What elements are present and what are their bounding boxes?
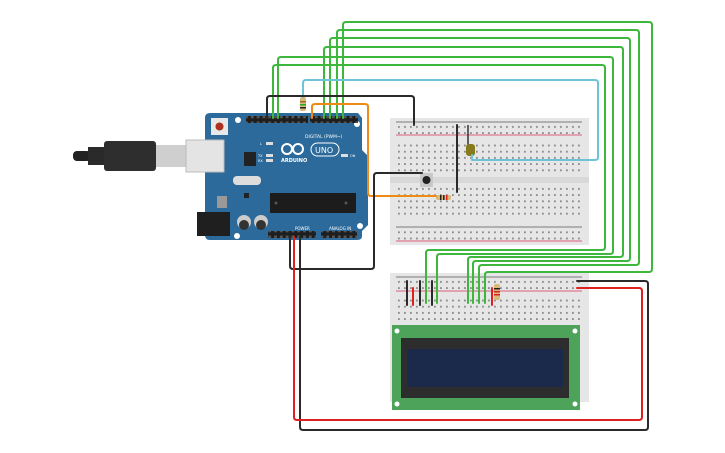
crystal (233, 176, 261, 185)
wire-green-4[interactable] (329, 37, 631, 304)
wire-green-2[interactable] (277, 56, 614, 304)
wire-green-6[interactable] (342, 21, 653, 304)
wire-orange[interactable] (311, 103, 437, 197)
usb-port (185, 139, 225, 173)
power-label: POWER (295, 226, 310, 231)
led-l-label: L (260, 142, 262, 146)
brand-label: ARDUINO (281, 158, 307, 164)
led-on-label: ON (350, 154, 356, 158)
wires (266, 21, 653, 431)
arduino-uno-board[interactable]: DIGITAL (PWM~) POWER ANALOG IN ARDUINO U… (185, 113, 368, 240)
wire-black-top[interactable] (266, 95, 415, 126)
digital-label: DIGITAL (PWM~) (305, 134, 343, 140)
arduino-logo: ARDUINO (281, 143, 307, 164)
led-tx-label: TX (257, 154, 263, 158)
resistor-arduino[interactable] (300, 97, 306, 111)
breadboard-top[interactable] (390, 118, 589, 245)
lcd-16x2[interactable] (392, 325, 580, 410)
wire-blue[interactable] (302, 79, 599, 161)
resistor-button[interactable] (436, 195, 451, 200)
model-label: UNO (315, 146, 333, 155)
analog-label: ANALOG IN (329, 226, 351, 231)
wire-black-button[interactable] (289, 172, 423, 270)
atmega-chip (270, 193, 356, 213)
power-jack (197, 212, 230, 236)
resistor-lcd-backlight[interactable] (494, 284, 500, 300)
led[interactable] (466, 125, 475, 156)
wire-green-5[interactable] (336, 29, 640, 304)
lcd-screen (407, 349, 563, 387)
led-rx-label: RX (258, 159, 263, 163)
wire-green-1[interactable] (272, 64, 606, 304)
wire-green-3[interactable] (323, 46, 624, 304)
wire-black-bottom[interactable] (299, 236, 649, 431)
wire-red-bottom[interactable] (293, 236, 643, 421)
pushbutton[interactable] (420, 173, 433, 187)
